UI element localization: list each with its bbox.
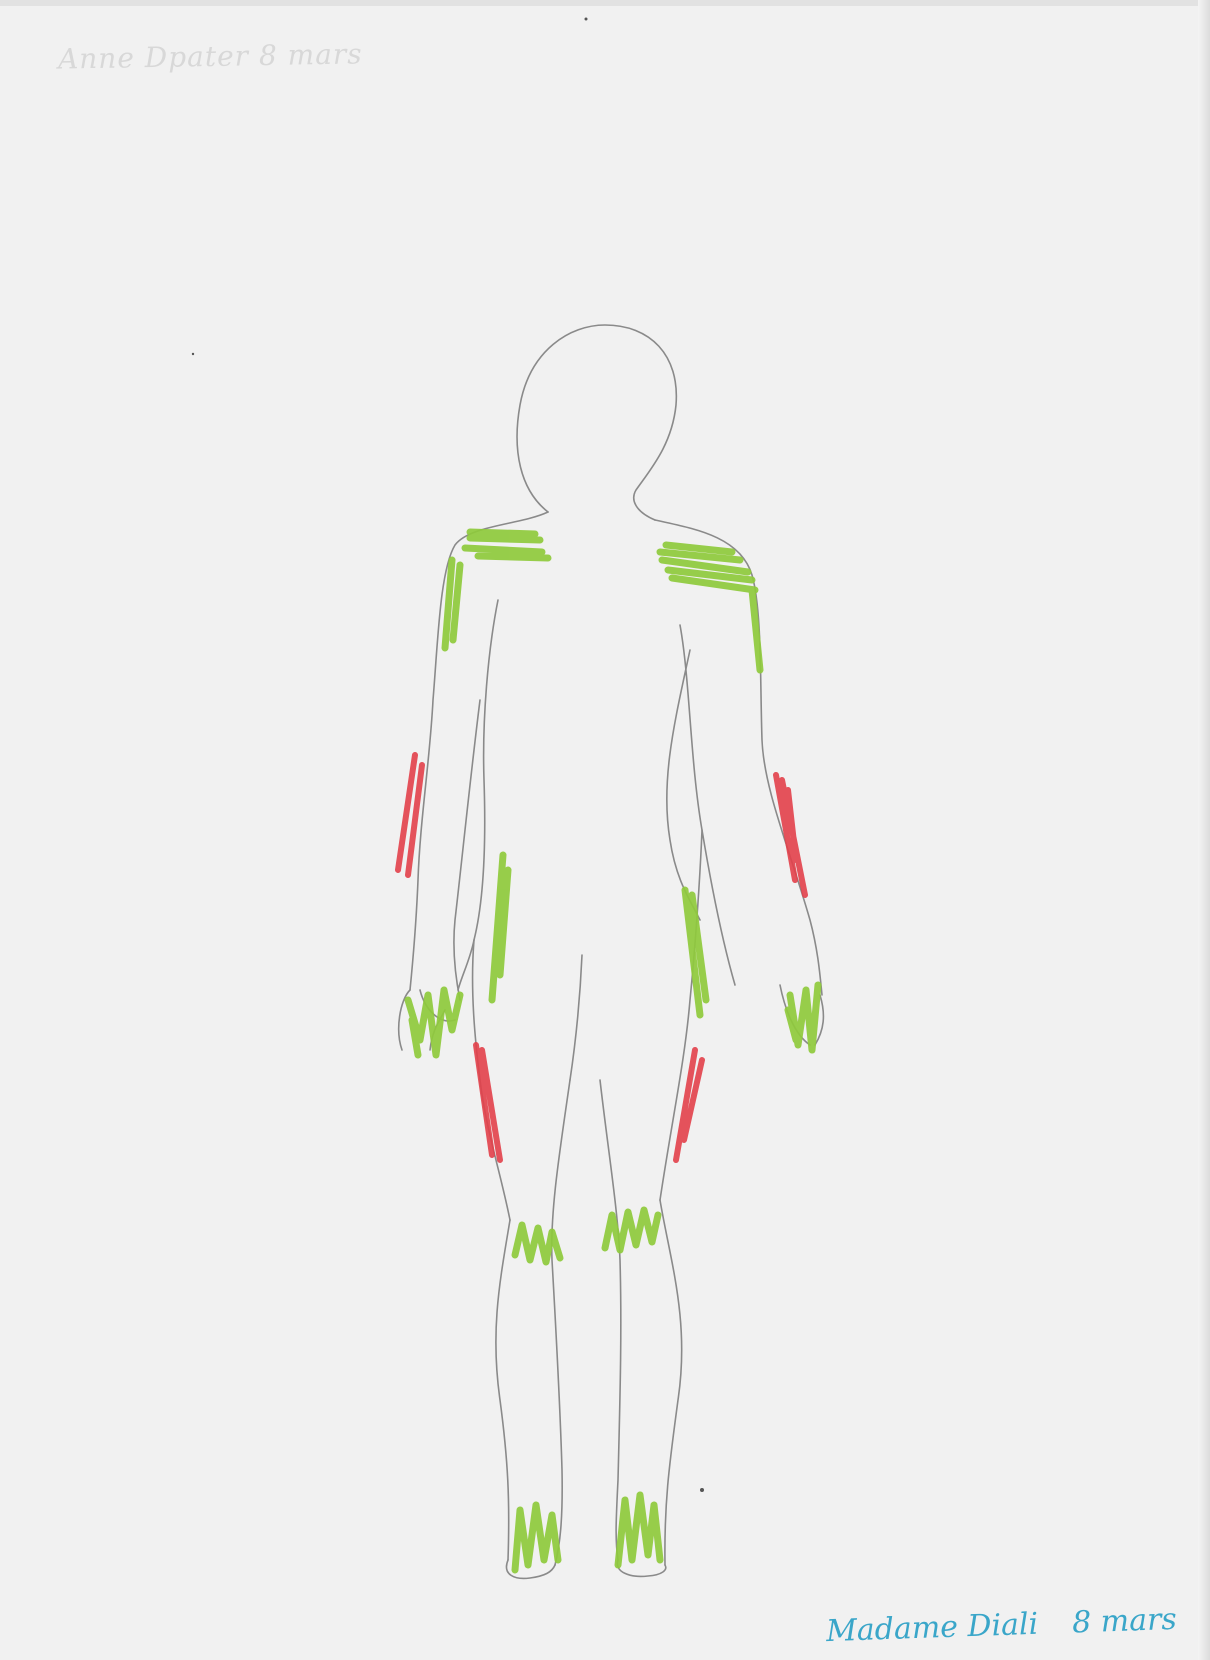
- head-outline: [517, 325, 676, 520]
- right-inner-arm: [667, 650, 700, 920]
- green-left-knee: [515, 1225, 560, 1262]
- left-leg-outer: [496, 1220, 510, 1560]
- left-inner-arm: [454, 700, 480, 1000]
- crotch-line: [570, 955, 582, 1080]
- left-torso-line: [458, 600, 498, 990]
- green-marks: [408, 532, 818, 1570]
- red-left-thigh: [476, 1045, 500, 1160]
- signature-name: Madame Diali: [825, 1607, 1038, 1649]
- green-left-thigh: [492, 855, 508, 1000]
- green-right-upper-arm: [752, 590, 760, 670]
- green-left-shoulder: [465, 532, 548, 558]
- right-leg-inner: [600, 1080, 621, 1560]
- left-leg-inner: [552, 1080, 570, 1565]
- green-right-knee: [605, 1210, 658, 1250]
- green-right-ankle: [618, 1495, 660, 1565]
- green-left-ankle: [515, 1505, 558, 1570]
- red-left-forearm: [398, 755, 422, 875]
- green-left-upper-arm: [445, 560, 460, 648]
- right-leg-outer: [660, 1200, 682, 1565]
- red-right-forearm: [776, 775, 805, 895]
- green-right-hand: [788, 985, 818, 1050]
- green-right-thigh: [685, 890, 706, 1015]
- body-outline: [399, 325, 824, 1578]
- right-arm-outer: [655, 520, 822, 995]
- signature-date: 8 mars: [1072, 1602, 1178, 1641]
- green-right-shoulder: [660, 545, 755, 590]
- stray-dots: [192, 18, 704, 1493]
- green-left-hand: [408, 990, 460, 1055]
- red-right-thigh: [676, 1050, 702, 1160]
